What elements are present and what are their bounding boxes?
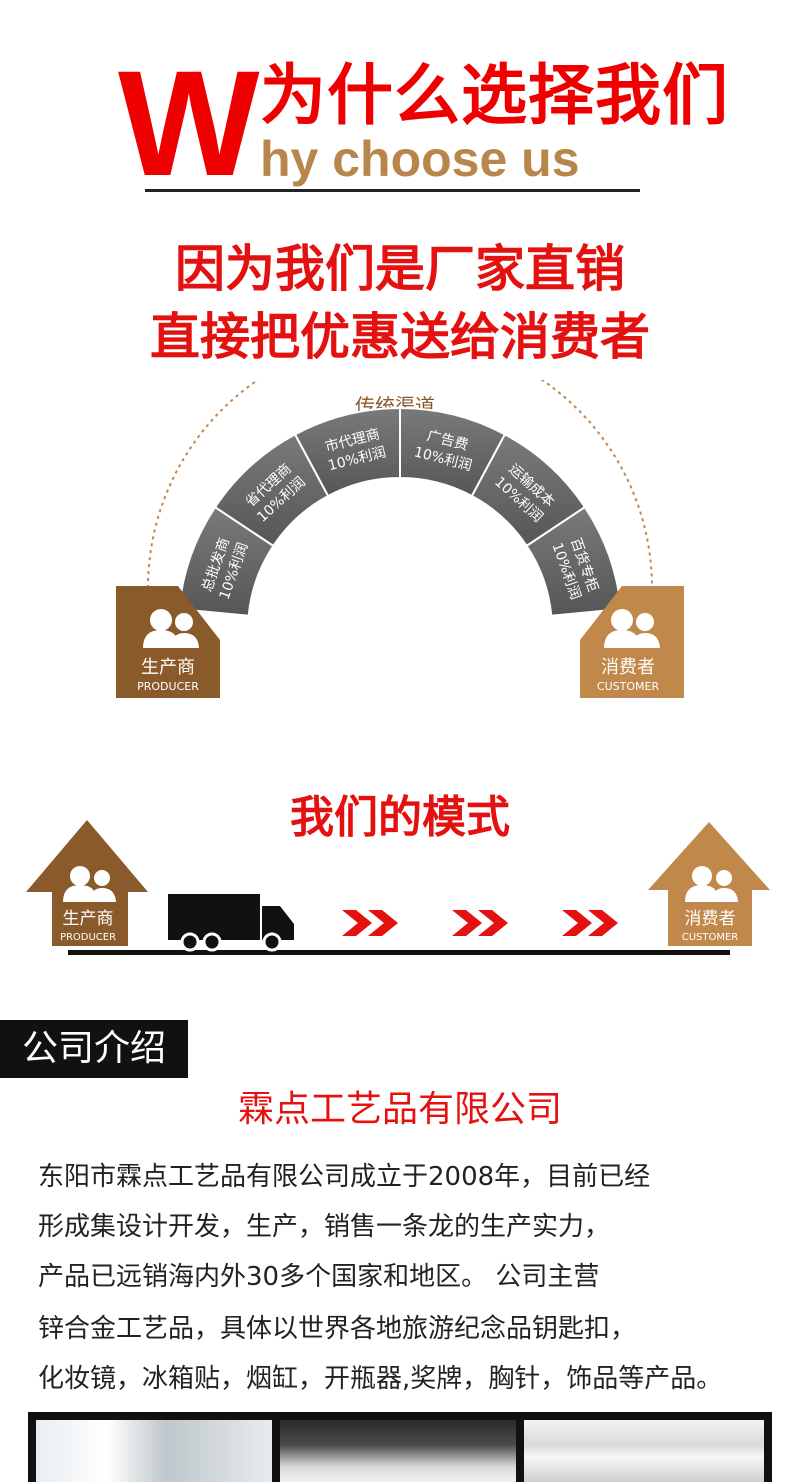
factory-building-photo xyxy=(36,1420,272,1482)
customer-badge: 消费者 CUSTOMER xyxy=(580,586,684,698)
producer-en-label: PRODUCER xyxy=(60,932,116,943)
house-icon: 生产商 PRODUCER xyxy=(26,820,148,946)
mode-title: 我们的模式 xyxy=(290,792,510,843)
house-icon: 消费者 CUSTOMER xyxy=(648,822,770,946)
people-icon xyxy=(685,866,738,902)
customer-cn-label: 消费者 xyxy=(685,909,736,929)
page-title-en: hy choose us xyxy=(260,131,580,187)
producer-badge: 生产商 PRODUCER xyxy=(116,586,220,698)
people-icon xyxy=(63,866,116,902)
showroom-photo xyxy=(280,1420,516,1482)
people-icon xyxy=(143,609,199,648)
producer-cn-label: 生产商 xyxy=(63,909,114,929)
slogan-line-2: 直接把优惠送给消费者 xyxy=(150,308,650,366)
truck-icon xyxy=(168,894,294,952)
slogan-line-1: 因为我们是厂家直销 xyxy=(175,240,625,298)
people-icon xyxy=(604,609,660,648)
intro-line: 产品已远销海内外30多个国家和地区。 公司主营 xyxy=(38,1262,600,1292)
intro-line: 东阳市霖点工艺品有限公司成立于2008年，目前已经 xyxy=(38,1162,651,1192)
traditional-channel-arch: 传统渠道 总批发商10%利润省代理商10%利润市代理商10%利润广告费10%利润… xyxy=(116,380,684,698)
producer-cn-label: 生产商 xyxy=(141,657,195,678)
title-divider xyxy=(145,189,640,192)
arch-segment xyxy=(525,505,623,617)
intro-line: 锌合金工艺品，具体以世界各地旅游纪念品钥匙扣， xyxy=(38,1314,637,1344)
road-line xyxy=(68,950,730,955)
intro-line: 形成集设计开发，生产，销售一条龙的生产实力， xyxy=(38,1212,611,1242)
direct-mode-diagram: 生产商 PRODUCER 消费者 CUSTOMER xyxy=(26,820,770,955)
big-letter-logo: W xyxy=(118,39,260,207)
page-title-cn: 为什么选择我们 xyxy=(260,57,729,134)
customer-en-label: CUSTOMER xyxy=(682,932,739,943)
double-chevron-icon xyxy=(452,910,508,936)
intro-line: 化妆镜，冰箱贴，烟缸，开瓶器,奖牌，胸针，饰品等产品。 xyxy=(38,1364,723,1394)
company-photo-strip xyxy=(28,1412,772,1482)
customer-en-label: CUSTOMER xyxy=(597,680,660,693)
double-chevron-icon xyxy=(562,910,618,936)
section-tag: 公司介绍 xyxy=(0,1020,188,1078)
workshop-photo xyxy=(524,1420,764,1482)
producer-en-label: PRODUCER xyxy=(137,680,199,693)
customer-cn-label: 消费者 xyxy=(601,657,655,678)
double-chevron-icon xyxy=(342,910,398,936)
company-name: 霖点工艺品有限公司 xyxy=(237,1089,562,1130)
